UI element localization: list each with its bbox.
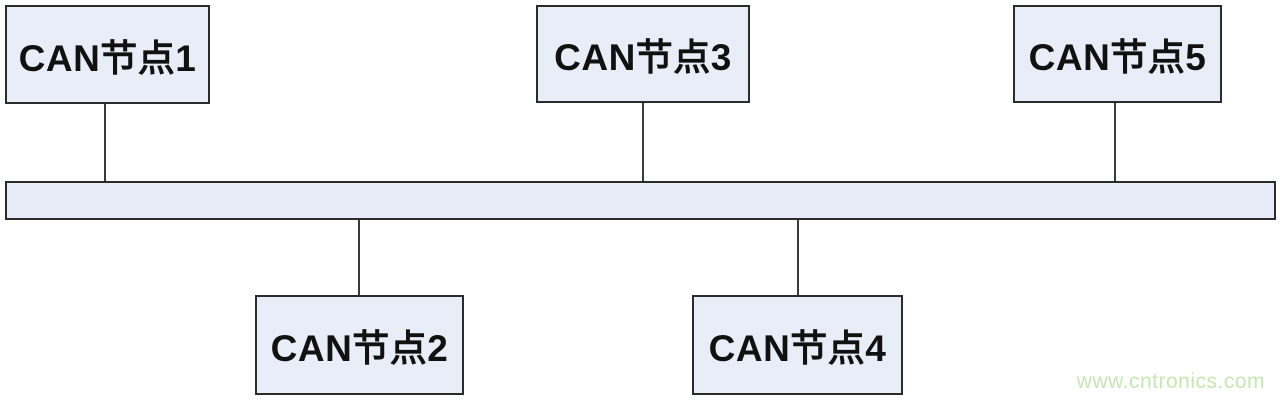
connector-bus-can2 [358,220,360,295]
node-box-can2: CAN节点2 [255,295,464,395]
node-box-can1: CAN节点1 [5,5,210,104]
node-box-can5: CAN节点5 [1013,5,1222,103]
node-label-can5: CAN节点5 [1028,37,1207,78]
connector-can5-bus [1114,103,1116,181]
connector-bus-can4 [797,220,799,295]
node-label-can2: CAN节点2 [270,328,449,369]
bus-bar [5,181,1276,220]
connector-can3-bus [642,103,644,181]
node-label-can4: CAN节点4 [708,328,887,369]
node-label-can3: CAN节点3 [554,37,732,78]
watermark-text: www.cntronics.com [1076,370,1265,393]
node-label-can1: CAN节点1 [18,37,197,79]
connector-can1-bus [104,104,106,181]
node-box-can3: CAN节点3 [536,5,750,103]
node-box-can4: CAN节点4 [692,295,903,395]
